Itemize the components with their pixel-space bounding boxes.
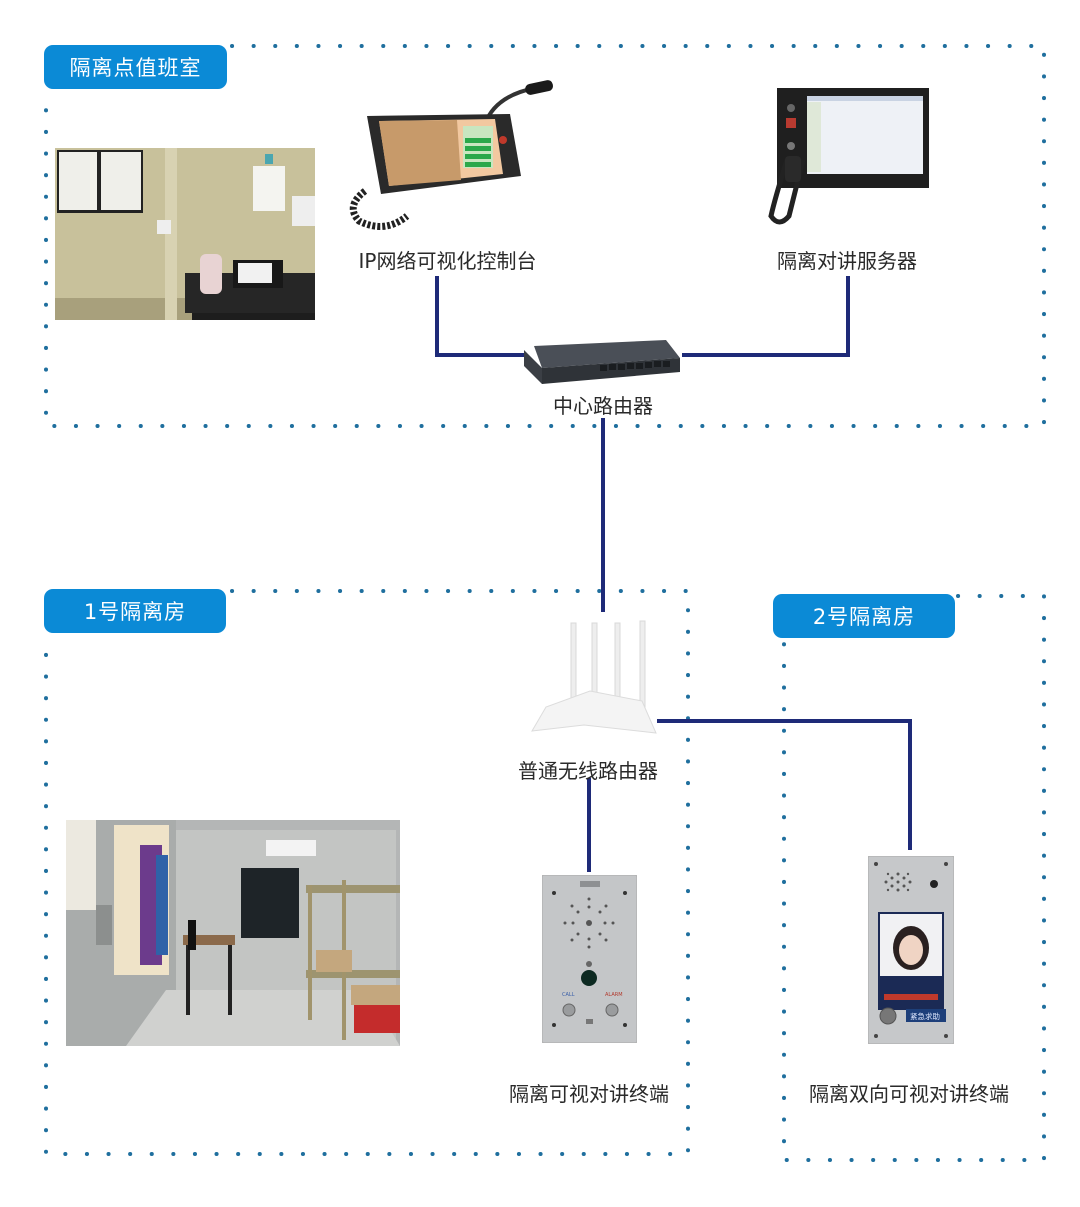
- room2-border: [782, 594, 1046, 1162]
- wire-console-router: [435, 276, 524, 357]
- zone-tag-room2-label: 2号隔离房: [812, 605, 916, 629]
- emergency-help-button-label: 紧急求助: [910, 1011, 940, 1021]
- core-router-label: 中心路由器: [553, 394, 653, 418]
- room1-border: [44, 589, 690, 1156]
- terminal2-label: 隔离双向可视对讲终端: [809, 1082, 1009, 1106]
- emergency-help-button[interactable]: [906, 1009, 946, 1022]
- room1-photo: [66, 820, 400, 1046]
- duty-room-photo: [55, 148, 315, 320]
- call-button-caption: CALL: [562, 992, 575, 998]
- zone-tag-room1-label: 1号隔离房: [83, 600, 187, 624]
- console-device-image: [345, 76, 560, 236]
- zone-tag-room1: 1号隔离房: [44, 589, 226, 633]
- zone-tag-duty-room-label: 隔离点值班室: [69, 56, 202, 80]
- server-label: 隔离对讲服务器: [777, 249, 917, 273]
- call-button[interactable]: [562, 1003, 576, 1017]
- terminal1-label: 隔离可视对讲终端: [509, 1082, 669, 1106]
- zone-tag-room2: 2号隔离房: [773, 594, 955, 638]
- core-router-image: [524, 336, 680, 384]
- wifi-router-label: 普通无线路由器: [518, 759, 658, 783]
- alarm-button[interactable]: [605, 1003, 619, 1017]
- console-label: IP网络可视化控制台: [358, 249, 537, 273]
- terminal1-device-image: CALL ALARM: [541, 874, 638, 1044]
- alarm-button-caption: ALARM: [605, 992, 623, 998]
- wifi-router-image: [530, 615, 658, 737]
- wire-server-router: [682, 276, 850, 357]
- wire-wifi-terminal2: [657, 719, 912, 850]
- zone-tag-duty-room: 隔离点值班室: [44, 45, 227, 89]
- terminal2-device-image: 紧急求助: [867, 855, 955, 1045]
- duty-room-border: [44, 44, 1046, 428]
- server-device-image: [765, 88, 935, 238]
